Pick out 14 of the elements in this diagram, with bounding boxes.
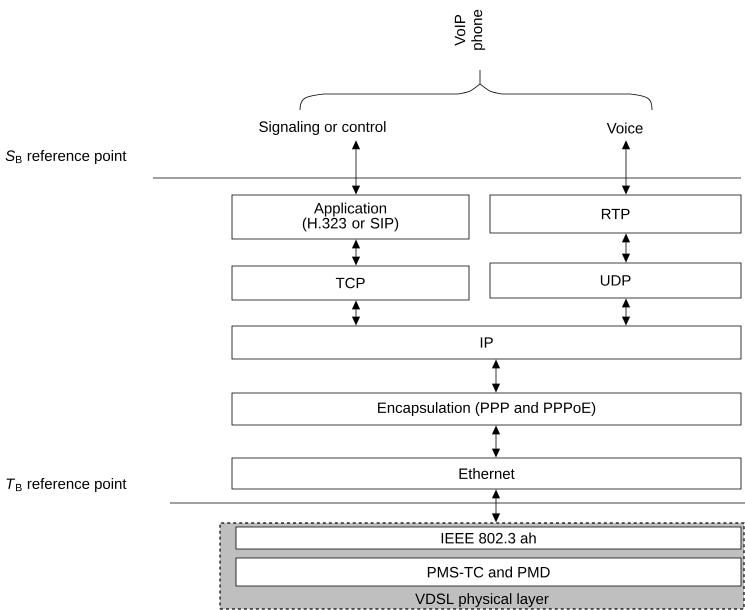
device-label: VoIP phone [454,10,486,50]
layer-box: TCP [232,266,470,300]
layer-box: IEEE 802.3 ah [236,526,742,550]
layer-box: RTP [490,194,742,234]
stream-label: Signaling or control [259,121,386,135]
reference-point-label: T$_{B}$ reference point [6,478,126,492]
layer-box: PMS-TC and PMD [236,558,742,586]
layer-box: Application (H.323 or SIP) [232,194,470,240]
layer-box: UDP [490,262,742,298]
layer-box: IP [232,326,742,360]
reference-point-label: S$_{B}$ reference point [6,150,126,164]
layer-box: Encapsulation (PPP and PPPoE) [232,392,742,426]
stream-label: Voice [606,122,643,134]
layer-box: Ethernet [232,458,742,490]
